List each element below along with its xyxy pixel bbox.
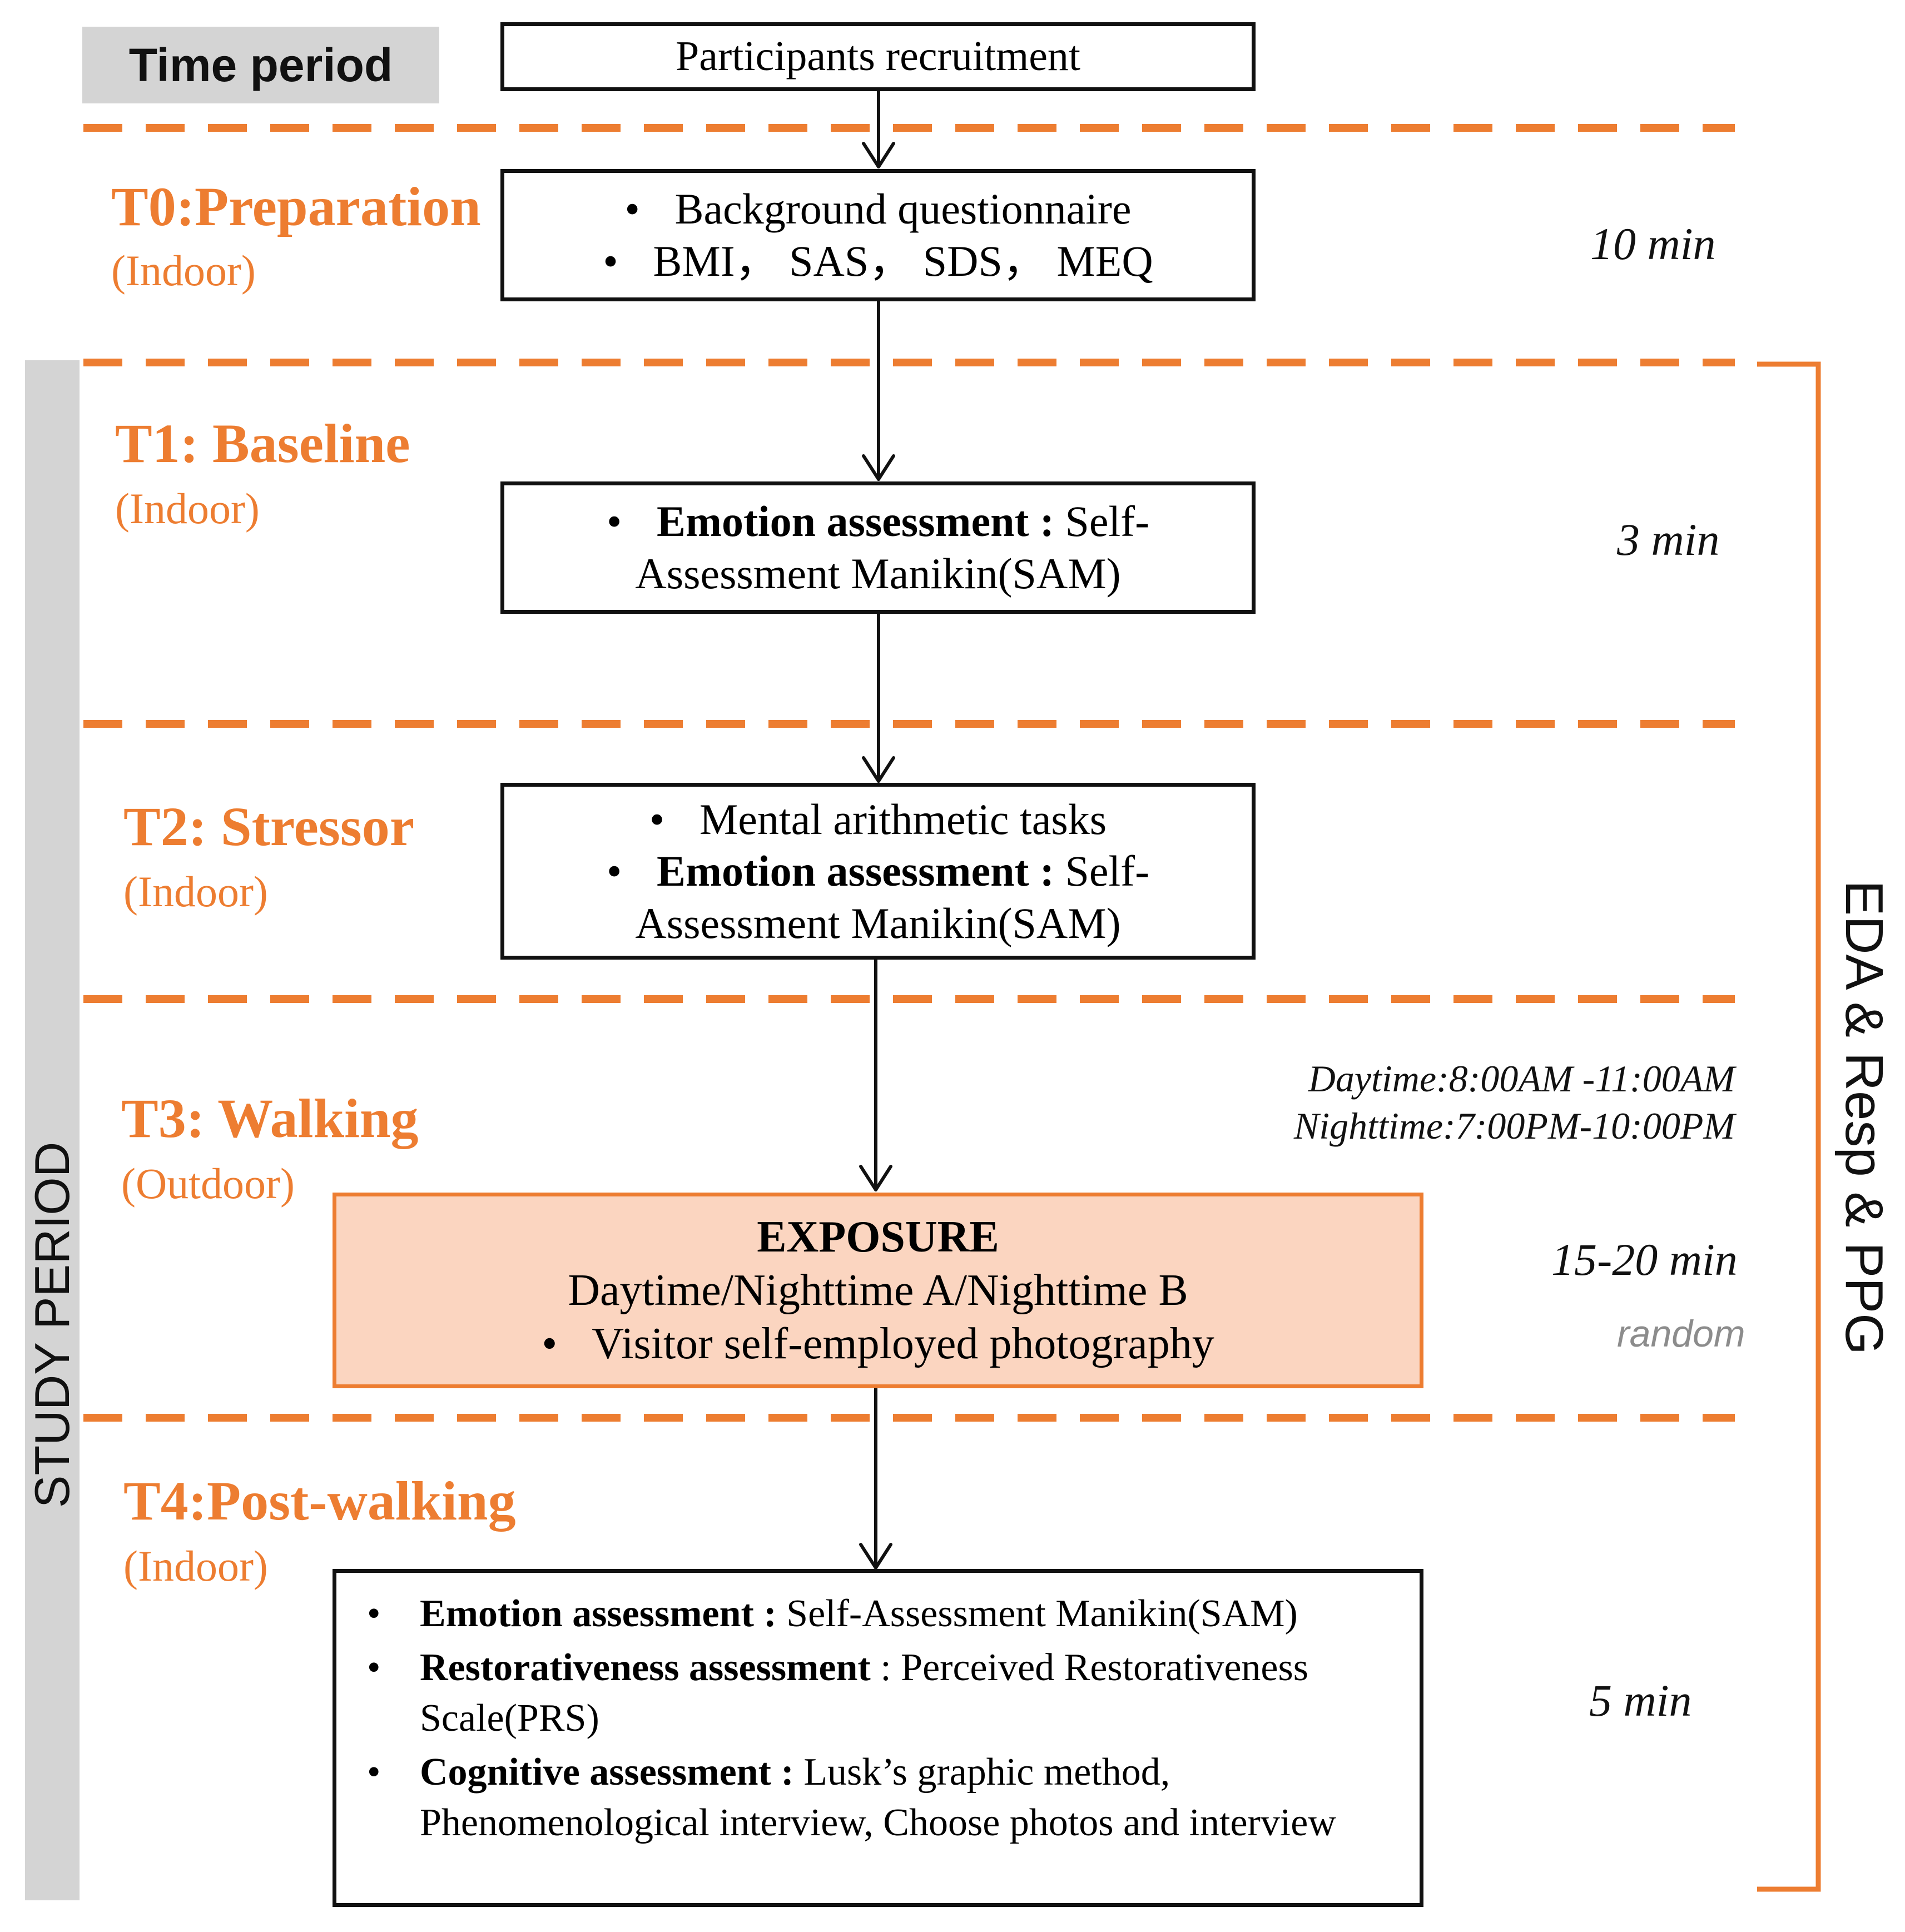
phase-location-t4: (Indoor) — [123, 1542, 268, 1590]
phase-separators — [83, 124, 1735, 1430]
phase-location-t2: (Indoor) — [123, 867, 268, 916]
phase-title-t4: T4:Post-walking — [123, 1470, 516, 1532]
phase-location-t1: (Indoor) — [115, 484, 260, 533]
study-period-bar: STUDY PERIOD — [24, 360, 80, 1900]
bullet: • — [367, 1751, 381, 1794]
t2-stressor-box: •Mental arithmetic tasks •Emotion assess… — [500, 783, 1256, 960]
t1-emotion-box: •Emotion assessment : Self- Assessment M… — [500, 481, 1256, 614]
arrow-t0-to-t1 — [862, 297, 895, 481]
duration-t4: 5 min — [1589, 1675, 1692, 1726]
t4-item-cognitive: •Cognitive assessment : Lusk’s graphic m… — [336, 1747, 1386, 1848]
signal-label: EDA & Resp & PPG — [1834, 880, 1894, 1355]
exposure-item: •Visitor self-employed photography — [542, 1317, 1214, 1370]
signal-bracket — [1757, 361, 1821, 1892]
t0-item: •Background questionnaire — [625, 183, 1132, 235]
phase-title-t3: T3: Walking — [121, 1087, 419, 1149]
exposure-box: EXPOSURE Daytime/Nighttime A/Nighttime B… — [333, 1193, 1423, 1388]
t4-item-restorativeness: •Restorativeness assessment : Perceived … — [336, 1642, 1386, 1744]
phase-location-t3: (Outdoor) — [121, 1159, 295, 1208]
recruitment-text: Participants recruitment — [675, 33, 1081, 80]
exposure-title: EXPOSURE — [757, 1213, 999, 1261]
schedule-nighttime: Nighttime:7:00PM-10:00PM — [1293, 1105, 1735, 1147]
duration-t0: 10 min — [1590, 218, 1716, 269]
t0-questionnaire-box: •Background questionnaire •BMI， SAS， SDS… — [500, 169, 1256, 301]
t4-item-emotion: •Emotion assessment : Self-Assessment Ma… — [336, 1588, 1386, 1639]
time-period-label: Time period — [128, 38, 393, 91]
arrow-exposure-to-t4 — [859, 1384, 892, 1570]
separator-t1 — [83, 359, 1735, 375]
separator-t2 — [83, 720, 1735, 736]
phase-location-t0: (Indoor) — [111, 246, 256, 295]
time-period-header: Time period — [82, 27, 439, 103]
phase-title-t1: T1: Baseline — [115, 413, 410, 474]
duration-t3: 15-20 min — [1551, 1234, 1738, 1285]
walking-schedule: Daytime:8:00AM -11:00AM Nighttime:7:00PM… — [1223, 1055, 1735, 1150]
t4-assessment-list: •Emotion assessment : Self-Assessment Ma… — [336, 1588, 1386, 1848]
t4-assessment-box: •Emotion assessment : Self-Assessment Ma… — [333, 1569, 1423, 1907]
schedule-daytime: Daytime:8:00AM -11:00AM — [1308, 1057, 1735, 1100]
arrow-t2-to-exposure — [859, 956, 892, 1191]
separator-t0 — [83, 124, 1735, 140]
t2-emotion-line1: •Emotion assessment : Self- — [607, 845, 1149, 897]
bullet: • — [367, 1646, 381, 1689]
bullet: • — [542, 1319, 558, 1368]
bullet: • — [606, 497, 622, 546]
separator-t4 — [83, 1414, 1735, 1430]
arrow-recruit-to-t0 — [862, 88, 895, 168]
phase-title-t2: T2: Stressor — [123, 796, 415, 857]
t0-item: •BMI， SAS， SDS， MEQ — [603, 235, 1153, 287]
bullet: • — [367, 1592, 381, 1635]
exposure-conditions: Daytime/Nighttime A/Nighttime B — [568, 1266, 1188, 1315]
study-period-label: STUDY PERIOD — [24, 1141, 80, 1508]
t2-item-arithmetic: •Mental arithmetic tasks — [649, 793, 1107, 846]
bullet: • — [606, 847, 622, 896]
separator-t3 — [83, 995, 1735, 1011]
t1-emotion-line2: Assessment Manikin(SAM) — [635, 549, 1121, 598]
t1-emotion-line1: •Emotion assessment : Self- — [607, 495, 1149, 548]
duration-t1: 3 min — [1617, 514, 1720, 565]
bullet: • — [603, 237, 618, 285]
phase-title-t0: T0:Preparation — [111, 176, 481, 237]
t2-emotion-line2: Assessment Manikin(SAM) — [635, 898, 1121, 947]
arrow-t1-to-t2 — [862, 611, 895, 783]
bullet: • — [649, 794, 665, 843]
bullet: • — [624, 185, 640, 234]
random-note: random — [1617, 1313, 1745, 1355]
recruitment-box: Participants recruitment — [500, 22, 1256, 91]
